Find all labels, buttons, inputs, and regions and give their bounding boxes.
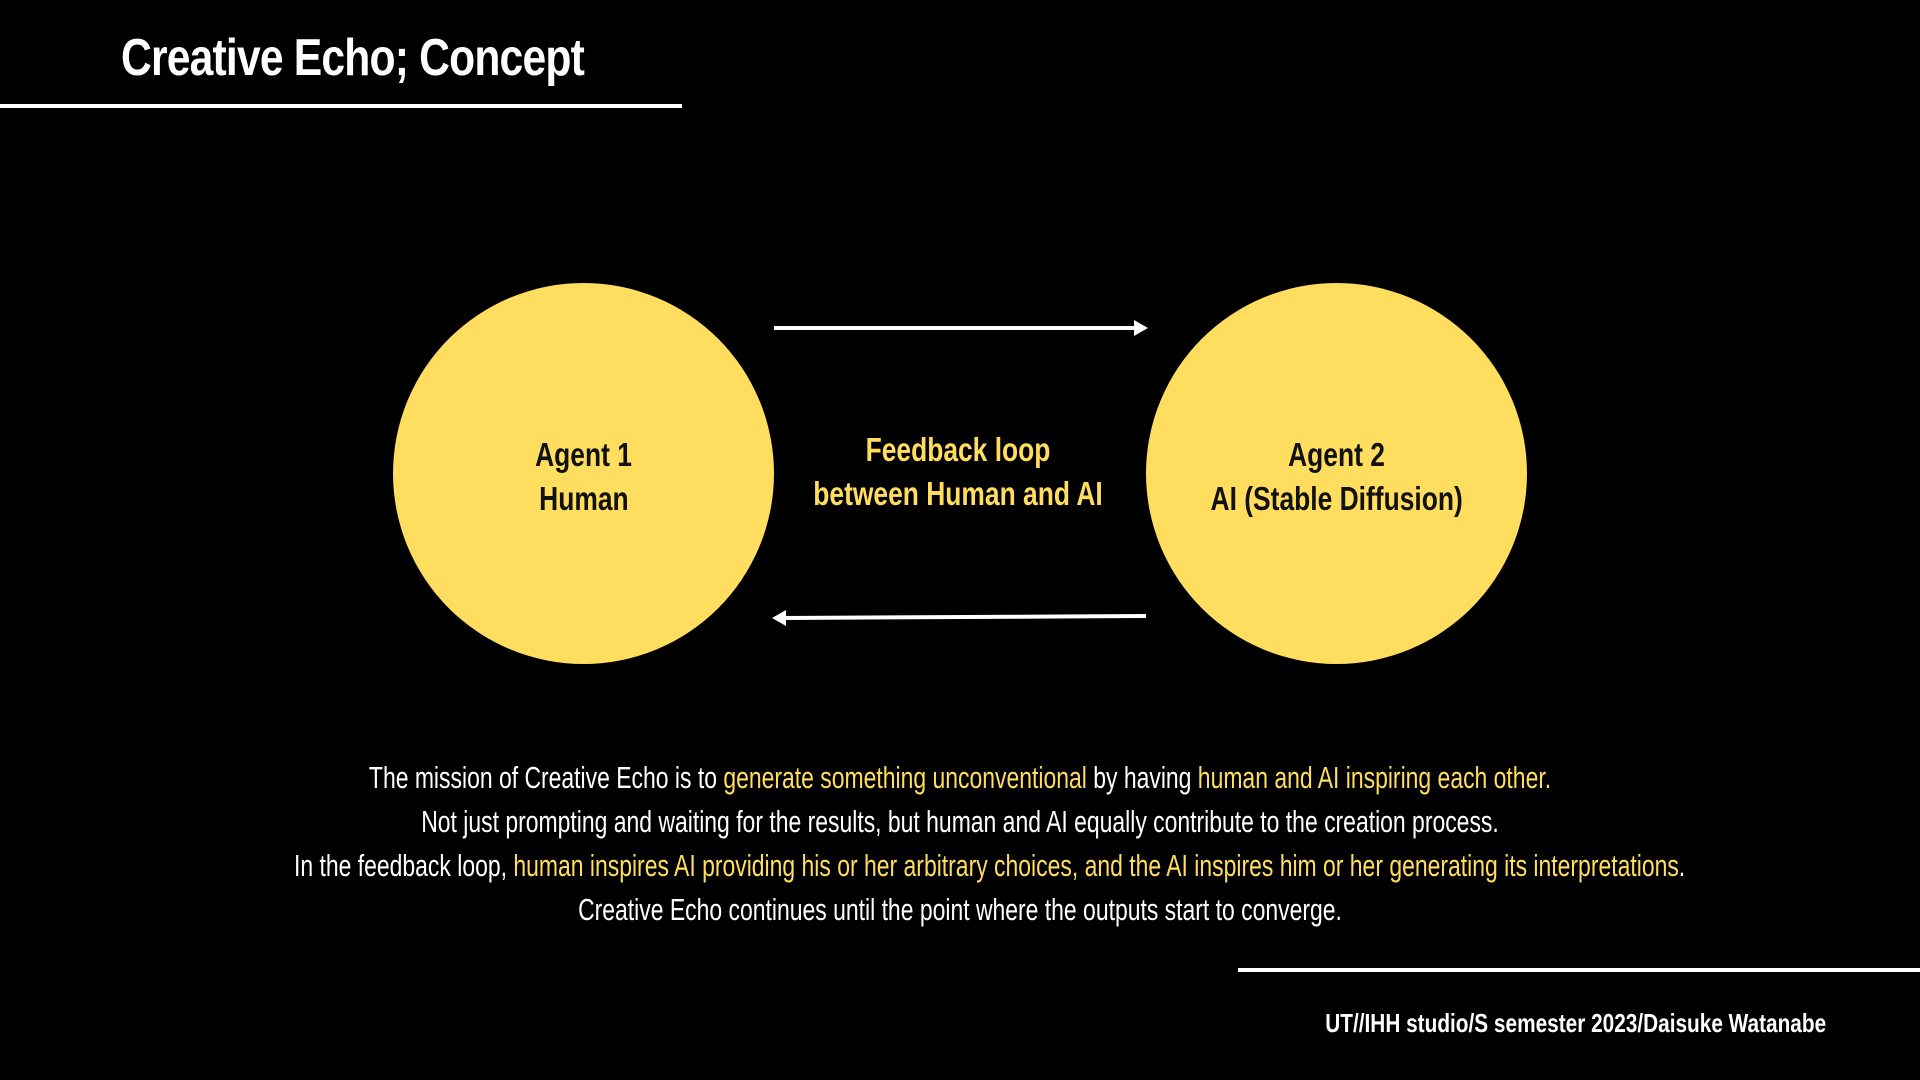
agent-1-circle: Agent 1 Human [393, 283, 774, 664]
description-line-1-highlight-1: generate something unconventional [723, 760, 1087, 795]
description-line-3: In the feedback loop, human inspires AI … [294, 844, 1685, 888]
mission-description: The mission of Creative Echo is to gener… [60, 756, 1860, 932]
footer-credit: UT//IHH studio/S semester 2023/Daisuke W… [1325, 1008, 1826, 1038]
arrow-right-icon [774, 320, 1148, 336]
title-underline [0, 104, 682, 108]
agent-1-role: Human [538, 479, 629, 517]
description-line-3-end: . [1678, 848, 1686, 883]
description-line-1-highlight-2: human and AI inspiring each other. [1197, 760, 1552, 795]
description-line-1-intro: The mission of Creative Echo is to [368, 760, 724, 795]
agent-1-name: Agent 1 [535, 435, 632, 473]
agent-2-name: Agent 2 [1288, 435, 1385, 473]
arrow-left-icon [772, 610, 1147, 626]
agent-2-circle: Agent 2 AI (Stable Diffusion) [1146, 283, 1527, 664]
feedback-loop-title: Feedback loop [865, 431, 1051, 468]
agent-2-role: AI (Stable Diffusion) [1210, 479, 1463, 517]
slide-title: Creative Echo; Concept [121, 29, 585, 87]
description-line-3-highlight: human inspires AI providing his or her a… [513, 848, 1679, 883]
feedback-loop-label: Feedback loop between Human and AI [758, 428, 1158, 516]
description-line-4: Creative Echo continues until the point … [578, 892, 1342, 927]
feedback-loop-subtitle: between Human and AI [813, 475, 1103, 512]
description-line-1-middle: by having [1086, 760, 1198, 795]
description-line-1: The mission of Creative Echo is to gener… [294, 756, 1626, 800]
description-line-3-intro: In the feedback loop, [294, 848, 514, 883]
footer-rule [1238, 968, 1920, 972]
description-line-2: Not just prompting and waiting for the r… [421, 804, 1499, 839]
